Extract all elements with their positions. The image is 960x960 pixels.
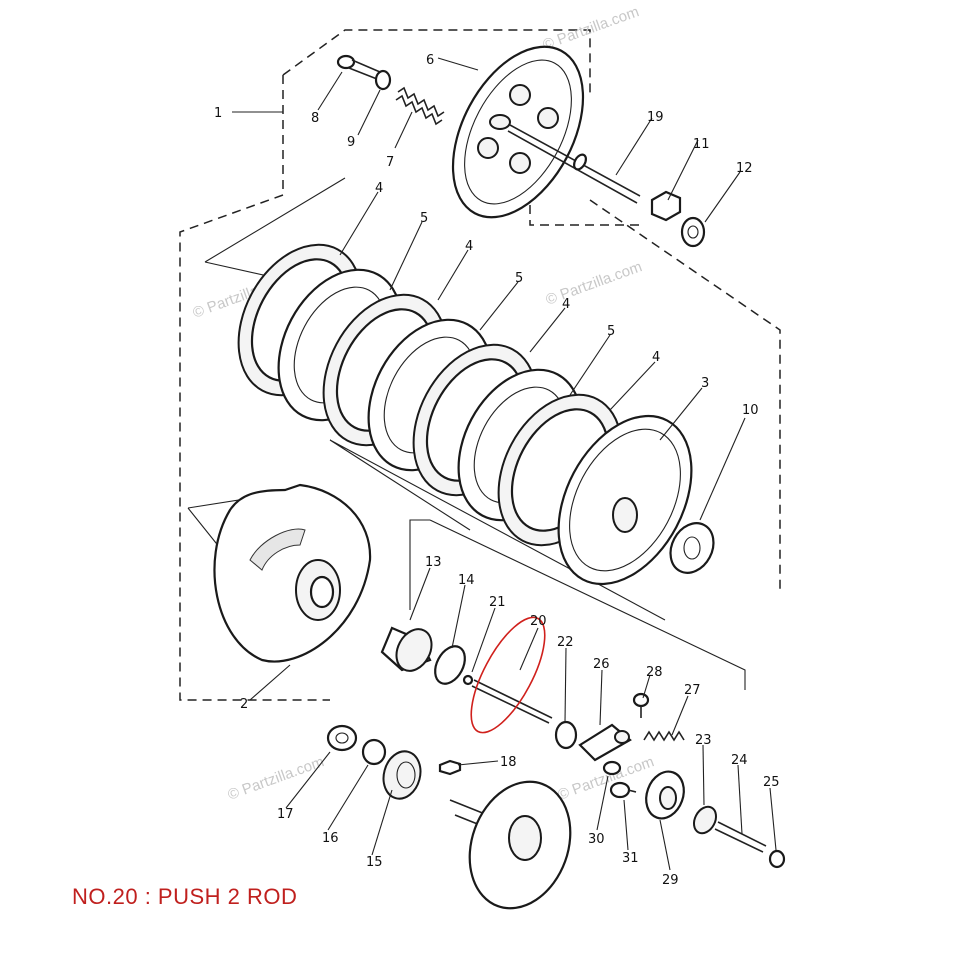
watermark-2: © Partzilla.com <box>544 258 645 309</box>
label-8: 8 <box>311 111 319 126</box>
label-13: 13 <box>425 555 442 570</box>
washer-12 <box>680 216 706 248</box>
bolt-31 <box>609 781 637 799</box>
label-1: 1 <box>214 106 222 121</box>
label-9: 9 <box>347 135 355 150</box>
label-19: 19 <box>647 110 664 125</box>
highlight-ring-20 <box>470 616 546 734</box>
clutch-boss-3 <box>557 414 693 586</box>
label-11: 11 <box>693 137 710 152</box>
label-7: 7 <box>386 155 394 170</box>
washer-17-hole <box>335 732 349 744</box>
washer-14 <box>434 645 466 685</box>
bolt-8 <box>336 54 381 80</box>
label-18: 18 <box>500 755 517 770</box>
label-4b: 4 <box>465 239 473 254</box>
pressure-plate <box>451 45 585 219</box>
washer-9 <box>374 69 392 91</box>
label-17: 17 <box>277 807 294 822</box>
label-27: 27 <box>684 683 701 698</box>
ball-21 <box>462 674 474 686</box>
part-30 <box>602 760 622 776</box>
label-5b: 5 <box>515 271 523 286</box>
washer-12-hole <box>687 225 699 239</box>
label-21: 21 <box>489 595 506 610</box>
label-10: 10 <box>742 403 759 418</box>
label-6: 6 <box>426 53 434 68</box>
nut-25 <box>768 849 786 869</box>
label-4c: 4 <box>562 297 570 312</box>
push-rod-19 <box>507 124 641 204</box>
label-15: 15 <box>366 855 383 870</box>
label-4d: 4 <box>652 350 660 365</box>
label-5c: 5 <box>607 324 615 339</box>
label-5a: 5 <box>420 211 428 226</box>
label-25: 25 <box>763 775 780 790</box>
caption-text: NO.20 : PUSH 2 ROD <box>72 884 298 909</box>
part-number-labels: 1 2 3 4 4 4 4 5 5 5 6 7 8 9 10 11 12 13 … <box>214 53 780 888</box>
bolt-28 <box>632 692 650 718</box>
label-30: 30 <box>588 832 605 847</box>
label-2: 2 <box>240 697 248 712</box>
crank-assembly <box>449 780 572 910</box>
housing-29 <box>645 770 685 820</box>
washer-10 <box>669 522 715 574</box>
leader-lines <box>249 57 777 871</box>
label-3: 3 <box>701 376 709 391</box>
spring-27 <box>643 730 685 742</box>
watermark-3: © Partzilla.com <box>541 3 642 54</box>
label-26: 26 <box>593 657 610 672</box>
group-outline-shaft <box>409 519 746 690</box>
part-22 <box>554 720 578 750</box>
push-rod-20 <box>471 679 553 724</box>
gear-15 <box>382 750 422 800</box>
key-18 <box>438 759 462 776</box>
push-lever-26 <box>578 723 632 762</box>
sleeve-13 <box>380 626 433 672</box>
label-20: 20 <box>530 614 547 629</box>
label-24: 24 <box>731 753 748 768</box>
washer-10-hole <box>683 536 701 560</box>
label-28: 28 <box>646 665 663 680</box>
watermark-5: © Partzilla.com <box>556 753 657 804</box>
label-14: 14 <box>458 573 475 588</box>
label-4a: 4 <box>375 181 383 196</box>
label-12: 12 <box>736 161 753 176</box>
screw-24 <box>714 821 767 853</box>
label-31: 31 <box>622 851 639 866</box>
nut-11 <box>650 190 682 222</box>
label-16: 16 <box>322 831 339 846</box>
clutch-housing-2 <box>213 483 372 663</box>
spring-7 <box>395 86 445 126</box>
label-29: 29 <box>662 873 679 888</box>
group-outline-pressure <box>529 205 640 226</box>
group-outline-main <box>179 29 781 701</box>
label-22: 22 <box>557 635 574 650</box>
label-23: 23 <box>695 733 712 748</box>
washer-17 <box>326 724 358 752</box>
gear-23 <box>692 805 718 835</box>
watermark-4: © Partzilla.com <box>226 753 327 804</box>
washer-16 <box>361 738 387 766</box>
